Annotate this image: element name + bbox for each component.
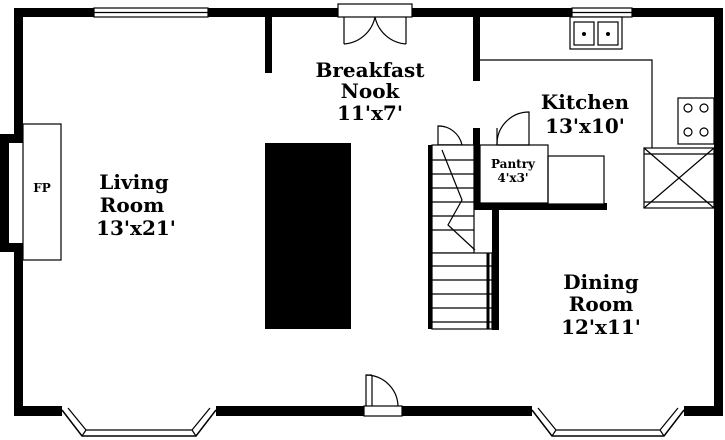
breakfast-nook-dims: 11'x7' [337, 101, 403, 125]
refrigerator [643, 147, 715, 209]
top-window-right [571, 7, 633, 18]
pantry-dims: 4'x3' [497, 171, 528, 185]
living-room-dims: 13'x21' [96, 216, 176, 240]
living-room-name-1: Living [99, 170, 168, 194]
sink [569, 16, 623, 50]
fireplace: FP [0, 123, 62, 261]
label-kitchen: Kitchen 13'x10' [541, 90, 630, 138]
pantry-name: Pantry [491, 157, 536, 171]
breakfast-nook-name-1: Breakfast [315, 58, 425, 82]
staircase [428, 144, 493, 330]
pantry-door [479, 111, 549, 204]
exterior-walls [14, 8, 723, 416]
closet-door [437, 125, 470, 146]
label-pantry: Pantry 4'x3' [491, 157, 536, 185]
kitchen-name: Kitchen [541, 90, 630, 114]
label-breakfast-nook: Breakfast Nook 11'x7' [315, 58, 425, 125]
french-doors [337, 3, 413, 45]
bay-window-right [531, 407, 685, 437]
interior-walls [265, 17, 653, 330]
dining-room-dims: 12'x11' [561, 315, 641, 339]
fireplace-label: FP [33, 181, 51, 195]
label-dining-room: Dining Room 12'x11' [561, 270, 641, 339]
dining-room-name-2: Room [569, 292, 633, 316]
stove [677, 97, 715, 145]
top-window-left [93, 7, 209, 18]
front-door [363, 374, 403, 417]
dining-room-name-1: Dining [563, 270, 639, 294]
kitchen-dims: 13'x10' [545, 114, 625, 138]
label-living-room: Living Room 13'x21' [96, 170, 176, 240]
bay-window-left [61, 407, 217, 437]
living-room-name-2: Room [100, 193, 164, 217]
breakfast-nook-name-2: Nook [341, 79, 401, 103]
